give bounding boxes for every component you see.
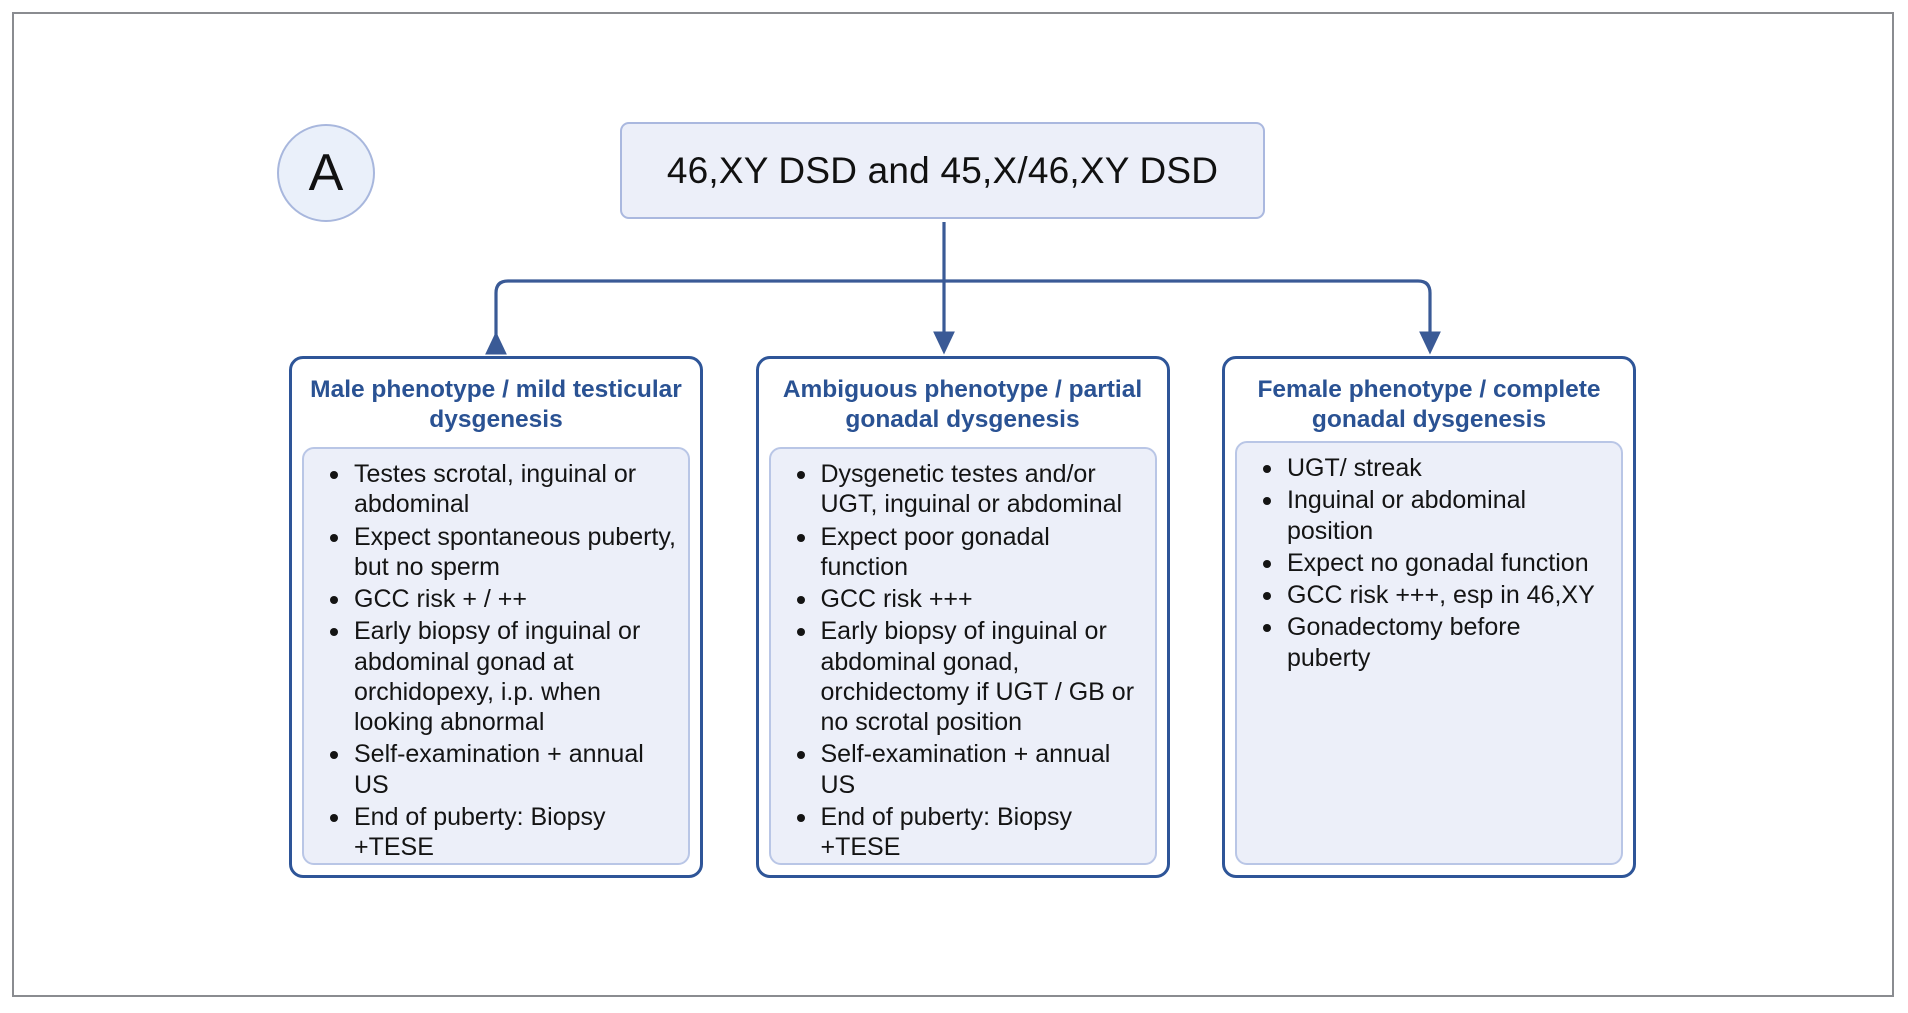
list-item: End of puberty: Biopsy +TESE bbox=[796, 802, 1143, 863]
list-item: Expect no gonadal function bbox=[1263, 548, 1609, 578]
panel-label-badge: A bbox=[277, 124, 375, 222]
list-item: Dysgenetic testes and/or UGT, inguinal o… bbox=[796, 459, 1143, 520]
list-item: GCC risk + / ++ bbox=[330, 584, 676, 614]
list-item: Early biopsy of inguinal or abdominal go… bbox=[330, 616, 676, 737]
list-item: Gonadectomy before puberty bbox=[1263, 612, 1609, 673]
branch-card-male-phenotype: Male phenotype / mild testicular dysgene… bbox=[289, 356, 703, 878]
branch-card-title: Female phenotype / complete gonadal dysg… bbox=[1257, 376, 1601, 433]
branch-card-title: Male phenotype / mild testicular dysgene… bbox=[310, 376, 682, 433]
bullet-list: UGT/ streak Inguinal or abdominal positi… bbox=[1239, 453, 1615, 673]
list-item: Self-examination + annual US bbox=[796, 739, 1143, 800]
branch-card-female-phenotype: Female phenotype / complete gonadal dysg… bbox=[1222, 356, 1636, 878]
branch-card-ambiguous-phenotype: Ambiguous phenotype / partial gonadal dy… bbox=[755, 356, 1170, 878]
branch-card-body: Testes scrotal, inguinal or abdominal Ex… bbox=[302, 447, 690, 865]
list-item: Expect spontaneous puberty, but no sperm bbox=[330, 522, 676, 581]
list-item: End of puberty: Biopsy +TESE bbox=[330, 802, 676, 863]
branch-card-body: UGT/ streak Inguinal or abdominal positi… bbox=[1235, 441, 1623, 865]
list-item: Testes scrotal, inguinal or abdominal bbox=[330, 459, 676, 520]
bullet-list: Testes scrotal, inguinal or abdominal Ex… bbox=[306, 459, 682, 862]
branch-card-title: Ambiguous phenotype / partial gonadal dy… bbox=[782, 376, 1143, 433]
list-item: Self-examination + annual US bbox=[330, 739, 676, 800]
list-item: Inguinal or abdominal position bbox=[1263, 485, 1609, 546]
list-item: Expect poor gonadal function bbox=[796, 522, 1143, 583]
branch-card-body: Dysgenetic testes and/or UGT, inguinal o… bbox=[768, 447, 1157, 865]
list-item: UGT/ streak bbox=[1263, 453, 1609, 483]
list-item: GCC risk +++ bbox=[796, 584, 1143, 614]
list-item: GCC risk +++, esp in 46,XY bbox=[1263, 580, 1609, 610]
root-node-title: 46,XY DSD and 45,X/46,XY DSD bbox=[620, 122, 1265, 219]
branch-cards-row: Male phenotype / mild testicular dysgene… bbox=[289, 356, 1636, 878]
bullet-list: Dysgenetic testes and/or UGT, inguinal o… bbox=[773, 459, 1149, 862]
list-item: Early biopsy of inguinal or abdominal go… bbox=[796, 616, 1143, 737]
